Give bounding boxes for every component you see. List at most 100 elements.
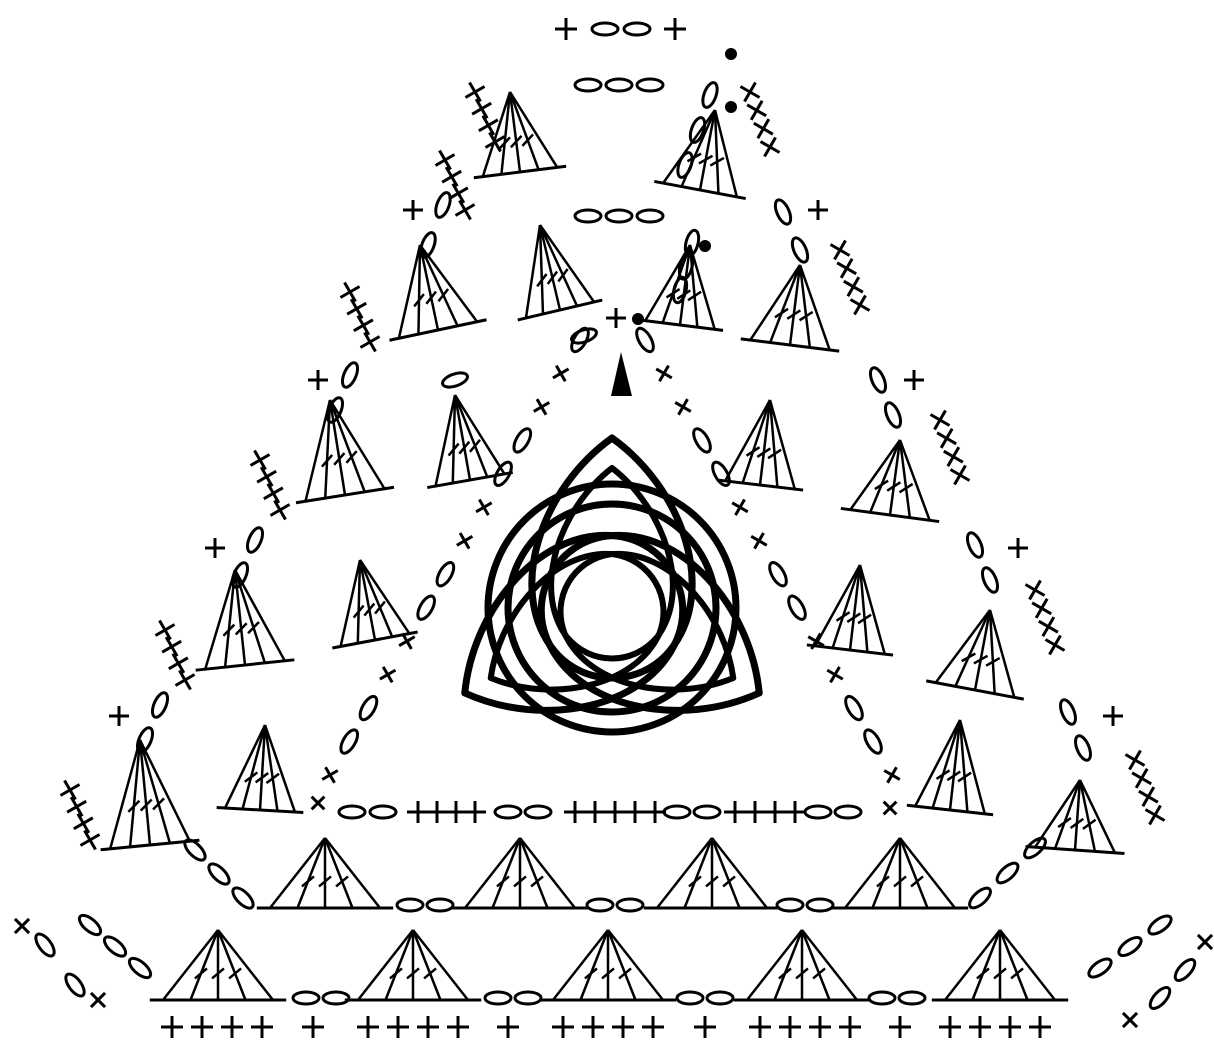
start-arrow-icon <box>611 352 632 396</box>
single-crochet-icon <box>808 200 828 220</box>
single-crochet-icon <box>904 370 924 390</box>
chain-icon <box>495 806 521 818</box>
single-crochet-icon <box>823 662 848 687</box>
chain-icon <box>244 526 265 555</box>
chain-icon <box>772 198 794 227</box>
fan-stitch-icon <box>217 725 304 813</box>
single-crochet-icon <box>305 790 330 815</box>
single-crochet-icon <box>205 538 225 558</box>
chain-icon <box>664 806 690 818</box>
chain-icon <box>766 560 789 589</box>
slip-stitch-icon <box>725 48 737 60</box>
single-crochet-icon <box>969 1016 991 1038</box>
chain-icon <box>707 992 733 1004</box>
chain-icon <box>338 727 361 756</box>
chain-icon <box>617 899 643 911</box>
chain-icon <box>370 806 396 818</box>
fan-stitch-icon <box>101 740 200 850</box>
fan-stitch-icon <box>637 245 723 330</box>
chain-icon <box>1116 934 1144 959</box>
fan-stitch-icon <box>654 110 745 199</box>
stitch-layer <box>8 18 1214 1038</box>
chain-icon <box>624 23 650 35</box>
single-crochet-icon <box>375 662 400 687</box>
chain-icon <box>785 593 808 622</box>
chain-icon <box>1072 734 1093 763</box>
single-crochet-icon <box>584 801 606 823</box>
single-crochet-icon <box>671 395 696 420</box>
single-crochet-icon <box>452 528 477 553</box>
single-crochet-icon <box>426 801 448 823</box>
fan-stitch-icon <box>841 440 939 522</box>
fan-stitch-icon <box>296 400 394 503</box>
single-crochet-icon <box>548 361 573 386</box>
chain-icon <box>485 992 511 1004</box>
chain-icon <box>1172 956 1198 983</box>
single-crochet-icon <box>809 1016 831 1038</box>
single-crochet-icon <box>437 162 467 192</box>
chain-icon <box>690 426 713 455</box>
fan-stitch-icon <box>452 838 588 908</box>
single-crochet-icon <box>552 1016 574 1038</box>
fan-stitch-icon <box>932 930 1068 1000</box>
chain-icon <box>76 912 104 938</box>
chain-icon <box>206 861 233 888</box>
single-crochet-icon <box>109 706 129 726</box>
single-crochet-icon <box>387 1016 409 1038</box>
single-crochet-icon <box>804 629 829 654</box>
single-crochet-icon <box>302 1016 324 1038</box>
chain-icon <box>182 837 209 864</box>
single-crochet-icon <box>1103 706 1123 726</box>
chain-icon <box>867 366 888 395</box>
single-crochet-icon <box>460 77 490 107</box>
single-crochet-icon <box>403 200 423 220</box>
chain-icon <box>882 401 903 430</box>
chain-icon <box>441 370 469 390</box>
slip-stitch-icon <box>725 101 737 113</box>
fan-stitch-icon <box>832 838 968 908</box>
chain-icon <box>966 885 993 911</box>
chain-icon <box>511 426 534 455</box>
chain-icon <box>899 992 925 1004</box>
chain-icon <box>606 210 632 222</box>
chain-icon <box>637 210 663 222</box>
chain-icon <box>789 236 811 265</box>
single-crochet-icon <box>889 1016 911 1038</box>
chain-icon <box>633 326 656 355</box>
single-crochet-icon <box>348 310 378 340</box>
single-crochet-icon <box>880 763 905 788</box>
fan-stitch-icon <box>540 930 676 1000</box>
single-crochet-icon <box>62 792 92 822</box>
chain-icon <box>575 79 601 91</box>
single-crochet-icon <box>582 1016 604 1038</box>
triquetra-knot <box>425 438 800 762</box>
single-crochet-icon <box>75 825 105 855</box>
single-crochet-icon <box>664 18 686 40</box>
fan-stitch-icon <box>518 225 602 320</box>
chain-icon <box>568 326 591 355</box>
fan-stitch-icon <box>257 838 393 908</box>
chain-icon <box>149 691 170 720</box>
single-crochet-icon <box>606 308 626 328</box>
single-crochet-icon <box>445 801 467 823</box>
chain-icon <box>1146 913 1174 938</box>
chain-icon <box>339 806 365 818</box>
chain-icon <box>323 992 349 1004</box>
fan-stitch-icon <box>926 610 1024 699</box>
chain-icon <box>101 933 129 959</box>
single-crochet-icon <box>624 801 646 823</box>
chain-icon <box>777 899 803 911</box>
fan-stitch-icon <box>741 265 839 351</box>
single-crochet-icon <box>68 808 98 838</box>
single-crochet-icon <box>1191 928 1214 956</box>
chain-icon <box>587 899 613 911</box>
single-crochet-icon <box>157 632 187 662</box>
single-crochet-icon <box>724 801 746 823</box>
single-crochet-icon <box>170 665 200 695</box>
chain-icon <box>835 806 861 818</box>
single-crochet-icon <box>1116 1006 1144 1034</box>
single-crochet-icon <box>612 1016 634 1038</box>
chain-icon <box>1147 984 1173 1011</box>
single-crochet-icon <box>467 94 497 124</box>
single-crochet-icon <box>694 1016 716 1038</box>
